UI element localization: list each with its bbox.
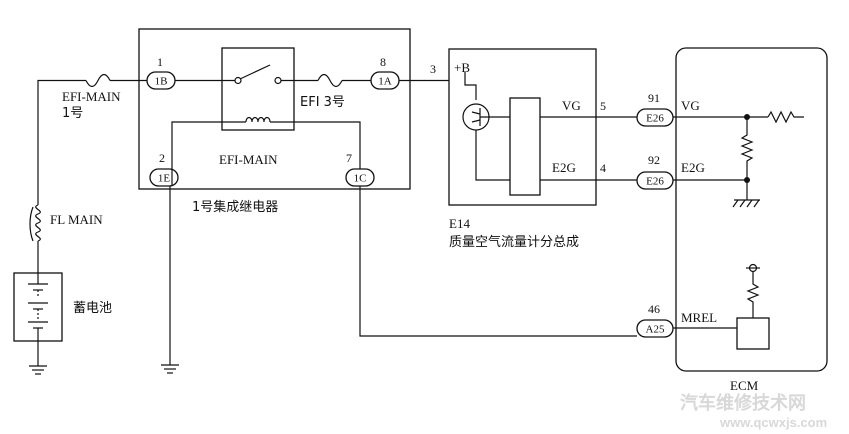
switch-contact-left xyxy=(234,76,242,85)
maf-id-label: E14 xyxy=(449,216,470,231)
maf-pin-3-label: 3 xyxy=(430,62,436,76)
maf-pin-4-label: 4 xyxy=(600,161,606,175)
battery-icon xyxy=(28,273,48,341)
battery-feed-wire xyxy=(37,79,86,205)
maf-sensor-box xyxy=(448,48,597,206)
ecm-e2g-label: E2G xyxy=(681,160,705,175)
chassis-ground-icon xyxy=(732,199,760,208)
pin-1-label: 1 xyxy=(157,55,163,69)
ecm-pin-46-label: 46 xyxy=(648,302,660,316)
efi-main-fuse-label-2: 1号 xyxy=(62,106,83,121)
watermark-url: www.qcwxjs.com xyxy=(719,415,827,430)
maf-internal-plusb xyxy=(464,72,477,100)
mrel-driver-box xyxy=(736,317,770,350)
vg-e2g-resistor-icon xyxy=(740,117,754,180)
relay-switch-blade xyxy=(239,64,271,80)
relay-block-box xyxy=(138,28,411,190)
efi3-fuse-icon xyxy=(317,73,343,88)
maf-e2g-label: E2G xyxy=(552,160,576,175)
relay-coil-icon xyxy=(245,116,271,123)
mrel-wire xyxy=(359,186,637,337)
maf-pin-5-label: 5 xyxy=(600,99,606,113)
battery-label: 蓄电池 xyxy=(73,301,112,316)
ecm-vg-label: VG xyxy=(681,98,700,113)
maf-plusb-label: +B xyxy=(454,60,470,75)
connector-E26-vg-label: E26 xyxy=(646,113,664,125)
maf-internal-ground xyxy=(475,130,510,181)
maf-vg-label: VG xyxy=(562,98,581,113)
efi-main-fuse-label: EFI-MAIN xyxy=(62,89,121,104)
ecm-box xyxy=(675,47,828,372)
switch-contact-right xyxy=(274,76,282,85)
watermark-text: 汽车维修技术网 xyxy=(680,392,806,414)
ecm-label: ECM xyxy=(730,378,759,393)
connector-1C-label: 1C xyxy=(354,173,367,185)
maf-element xyxy=(509,97,541,196)
relay-coil-label: EFI-MAIN xyxy=(219,152,278,167)
efi-main-fuse-icon xyxy=(85,73,111,88)
connector-1A-label: 1A xyxy=(378,76,392,88)
ecm-mrel-label: MREL xyxy=(681,310,717,325)
vg-pullup-resistor-icon xyxy=(767,110,804,124)
pin-7-label: 7 xyxy=(346,151,352,165)
connector-1E xyxy=(149,168,179,187)
connector-A25-label: A25 xyxy=(646,324,665,336)
coil-wire-right xyxy=(270,121,361,169)
fl-main-fuse-icon xyxy=(29,204,41,242)
pin-2-label: 2 xyxy=(159,151,165,165)
ecm-pin-92-label: 92 xyxy=(648,153,660,167)
relay-block-caption: 1号集成继电器 xyxy=(192,199,278,215)
efi3-fuse-label: EFI 3号 xyxy=(300,95,345,110)
coil-wire-left xyxy=(171,121,246,186)
mrel-resistor-icon xyxy=(746,272,760,318)
pin-8-label: 8 xyxy=(380,55,386,69)
connector-E26-e2g-label: E26 xyxy=(646,176,664,188)
connector-1E-label: 1E xyxy=(158,173,171,185)
connector-1B-label: 1B xyxy=(155,76,168,88)
ecm-pin-91-label: 91 xyxy=(648,91,660,105)
ground-icon-1E xyxy=(161,364,179,374)
ground-icon-battery xyxy=(29,365,47,375)
relay-switch-box xyxy=(221,47,295,131)
maf-name-label: 质量空气流量计分总成 xyxy=(449,234,579,250)
fl-main-label: FL MAIN xyxy=(50,212,103,227)
